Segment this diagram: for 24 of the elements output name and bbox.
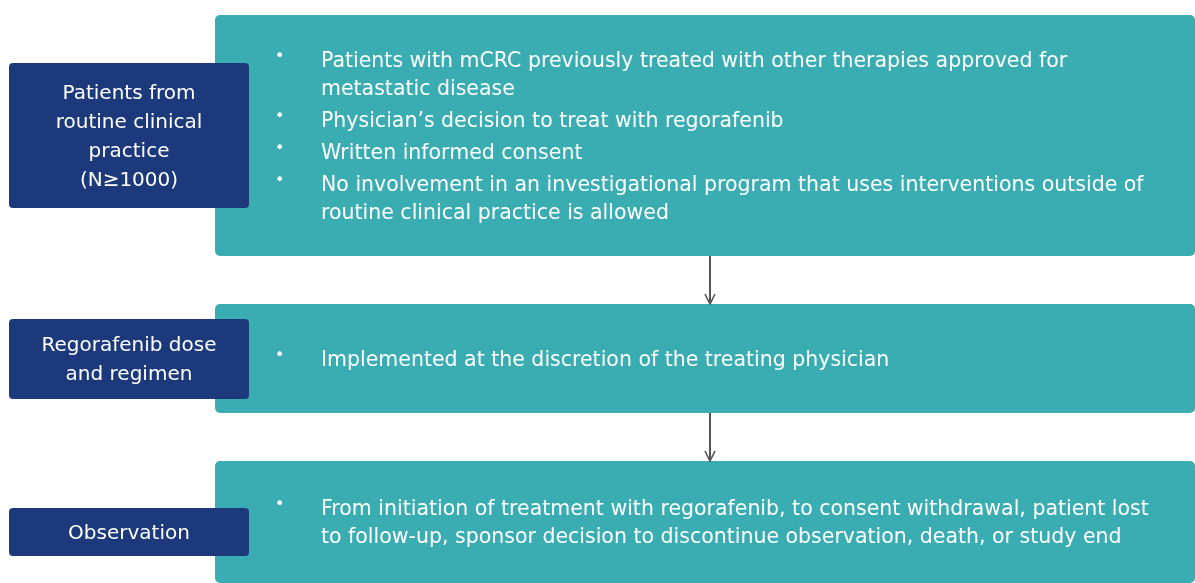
criteria-box — [215, 15, 1195, 256]
label-text: Patients from routine clinical practice — [54, 78, 204, 164]
bullet-item: No involvement in an investigational program that uses interventions outside of routine clinical practice is allowed — [321, 170, 1145, 226]
label-box — [9, 508, 249, 556]
criteria-box — [215, 304, 1195, 413]
bullet-mark: • — [275, 105, 286, 127]
bullet-item: Patients with mCRC previously treated with other therapies approved for metastatic disease — [321, 46, 1069, 102]
bullet-item: From initiation of treatment with regorafenib, to consent withdrawal, patient lost to follow-up, sponsor decision to discontinue observation, death, or study end — [321, 495, 1150, 550]
bullet-item: Implemented at the discretion of the treating physician — [321, 345, 890, 373]
label-text: (N≥1000) — [79, 165, 179, 193]
label-box — [9, 319, 249, 399]
bullet-item: Physician’s decision to treat with regorafenib — [321, 106, 784, 134]
bullet-mark: • — [275, 169, 286, 191]
label-box — [9, 63, 249, 208]
bullet-mark: • — [275, 344, 286, 366]
label-text: Regorafenib dose and regimen — [40, 331, 218, 387]
arrow — [704, 412, 716, 462]
criteria-box — [215, 461, 1195, 583]
bullet-mark: • — [275, 137, 286, 159]
bullet-mark: • — [275, 45, 286, 67]
bullet-item: Written informed consent — [321, 138, 583, 166]
bullet-mark: • — [275, 494, 286, 515]
arrow — [704, 255, 716, 305]
label-text: Observation — [68, 518, 190, 546]
